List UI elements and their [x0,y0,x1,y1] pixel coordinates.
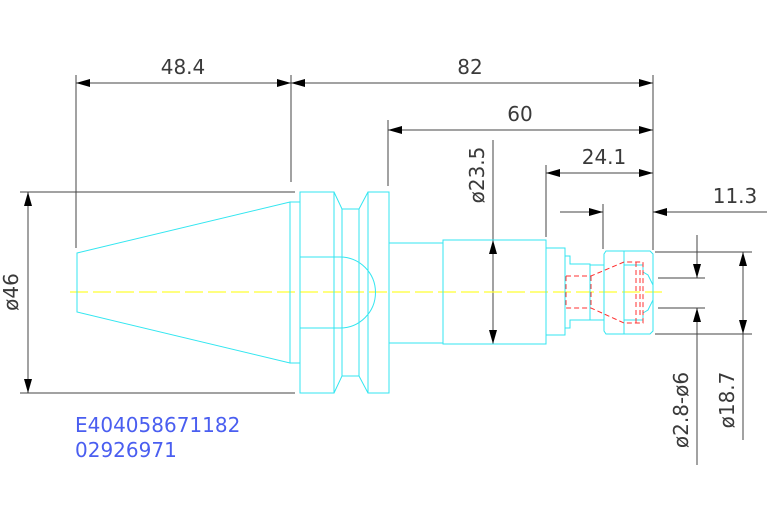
drive-key [300,256,376,329]
part-code: E404058671182 [75,413,240,437]
dim-clamp-range: ø2.8-ø6 [669,372,693,448]
dim-length-11-3: 11.3 [713,184,758,208]
dim-total-length: 82 [457,55,482,79]
flange [299,191,335,394]
dim-diameter-18-7: ø18.7 [715,372,739,429]
taper-shank [76,201,291,364]
tool-holder-outline [76,191,654,394]
dim-length-24-1: 24.1 [582,145,627,169]
dim-diameter-23-5: ø23.5 [465,147,489,204]
dim-length-60: 60 [507,102,532,126]
collet-nut [603,250,654,335]
dim-diameter-46: ø46 [0,273,23,311]
extension-lines [20,75,752,394]
body [388,242,444,344]
collet-hidden-lines [565,261,644,324]
dim-taper-length: 48.4 [161,55,206,79]
part-number: 02926971 [75,438,177,462]
dimension-lines [24,79,767,465]
